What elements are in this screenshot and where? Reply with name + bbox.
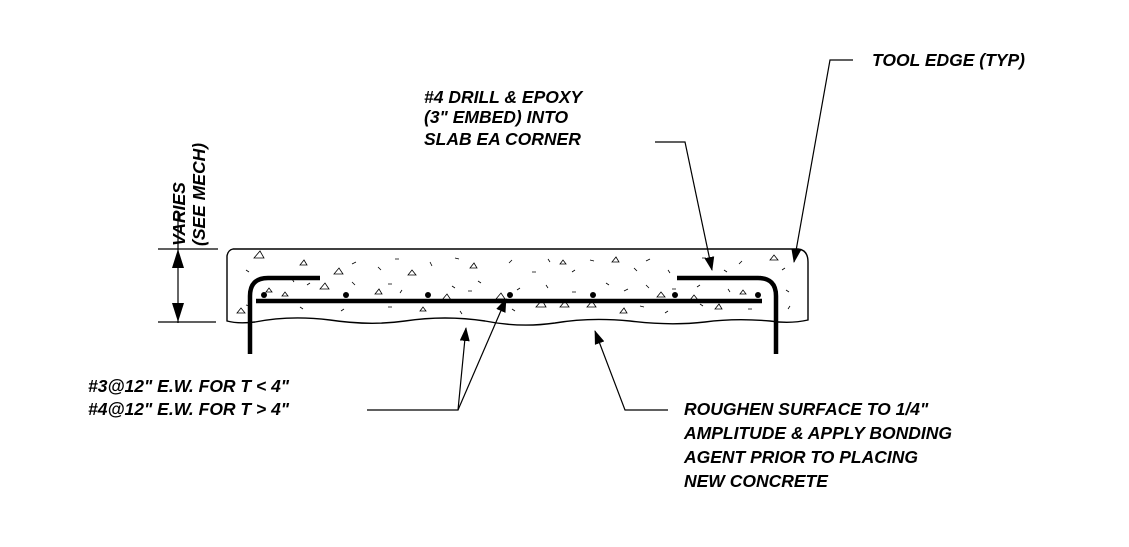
rebar-leader-main bbox=[367, 327, 470, 411]
thickness-dimension bbox=[158, 211, 218, 323]
concrete-slab bbox=[226, 248, 809, 326]
left-dowel-bar bbox=[247, 275, 320, 354]
dowel-note-line1: #4 DRILL & EPOXY bbox=[424, 87, 584, 107]
rebar-dot bbox=[590, 292, 596, 298]
right-dowel-bar bbox=[677, 275, 779, 354]
varies-text-line1: VARIES bbox=[169, 182, 189, 246]
rebar-dot bbox=[507, 292, 513, 298]
rebar-dot bbox=[755, 292, 761, 298]
roughen-note-line4: NEW CONCRETE bbox=[684, 471, 829, 491]
roughen-note-line1: ROUGHEN SURFACE TO 1/4" bbox=[684, 399, 929, 419]
tool-edge-note: TOOL EDGE (TYP) bbox=[872, 50, 1025, 70]
varies-text-line2: (SEE MECH) bbox=[189, 143, 209, 246]
roughen-note-line3: AGENT PRIOR TO PLACING bbox=[683, 447, 918, 467]
dowel-leader bbox=[655, 141, 715, 271]
rebar-dot bbox=[261, 292, 267, 298]
dowel-note-line3: SLAB EA CORNER bbox=[424, 129, 581, 149]
rebar-dots bbox=[261, 292, 761, 298]
rebar-dot bbox=[672, 292, 678, 298]
roughen-note-line2: AMPLITUDE & APPLY BONDING bbox=[683, 423, 952, 443]
rebar-note-line1: #3@12" E.W. FOR T < 4" bbox=[88, 376, 290, 396]
varies-label: VARIES (SEE MECH) bbox=[169, 143, 209, 246]
rebar-dot bbox=[425, 292, 431, 298]
tool-edge-leader bbox=[791, 59, 853, 263]
roughen-leader bbox=[594, 330, 668, 411]
dowel-note-line2: (3" EMBED) INTO bbox=[424, 107, 568, 127]
rebar-note-line2: #4@12" E.W. FOR T > 4" bbox=[88, 399, 290, 419]
rebar-dot bbox=[343, 292, 349, 298]
rebar-leader-secondary bbox=[457, 298, 507, 411]
